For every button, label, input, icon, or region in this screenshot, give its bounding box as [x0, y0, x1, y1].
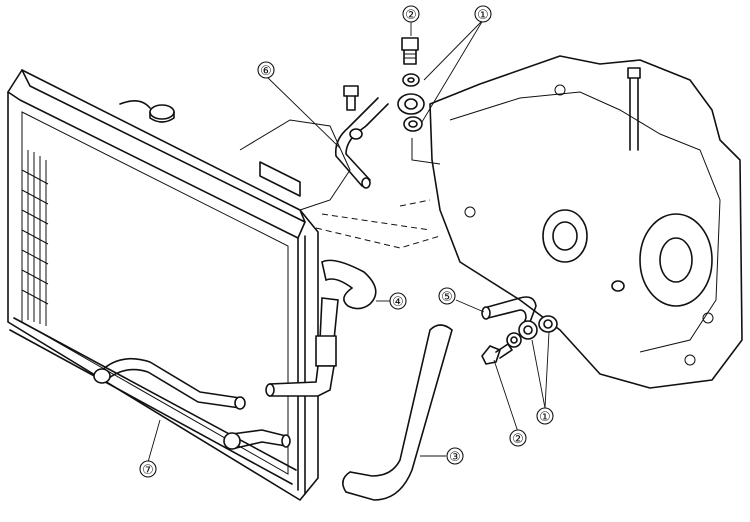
callout-3: ③	[446, 447, 464, 465]
guide-lines	[315, 138, 441, 249]
upper-cooler-pipe	[334, 93, 425, 189]
callout-1-top: ①	[474, 5, 492, 23]
callout-2-bottom: ②	[509, 429, 527, 447]
hose-4	[265, 259, 377, 397]
callout-6-label: ⑥	[260, 64, 272, 79]
callout-2-top-label: ②	[405, 8, 417, 23]
upper-bolt-assembly	[343, 37, 423, 132]
lower-cooler-pipe	[481, 296, 558, 365]
callout-7-label: ⑦	[142, 463, 154, 478]
callout-6: ⑥	[257, 61, 275, 79]
callout-4-label: ④	[392, 295, 404, 310]
callout-5-label: ⑤	[441, 290, 453, 305]
radiator	[7, 69, 319, 501]
transaxle-housing	[239, 55, 743, 389]
callout-1-bottom-label: ①	[539, 410, 551, 425]
callout-2-top: ②	[402, 5, 420, 23]
hose-3	[342, 324, 453, 501]
callout-7: ⑦	[139, 460, 157, 478]
callout-1-bottom: ①	[536, 407, 554, 425]
leader-lines	[147, 19, 550, 463]
callout-1-top-label: ①	[477, 8, 489, 23]
callout-3-label: ③	[449, 450, 461, 465]
callout-2-bottom-label: ②	[512, 432, 524, 447]
callout-4: ④	[389, 292, 407, 310]
callout-5: ⑤	[438, 287, 456, 305]
